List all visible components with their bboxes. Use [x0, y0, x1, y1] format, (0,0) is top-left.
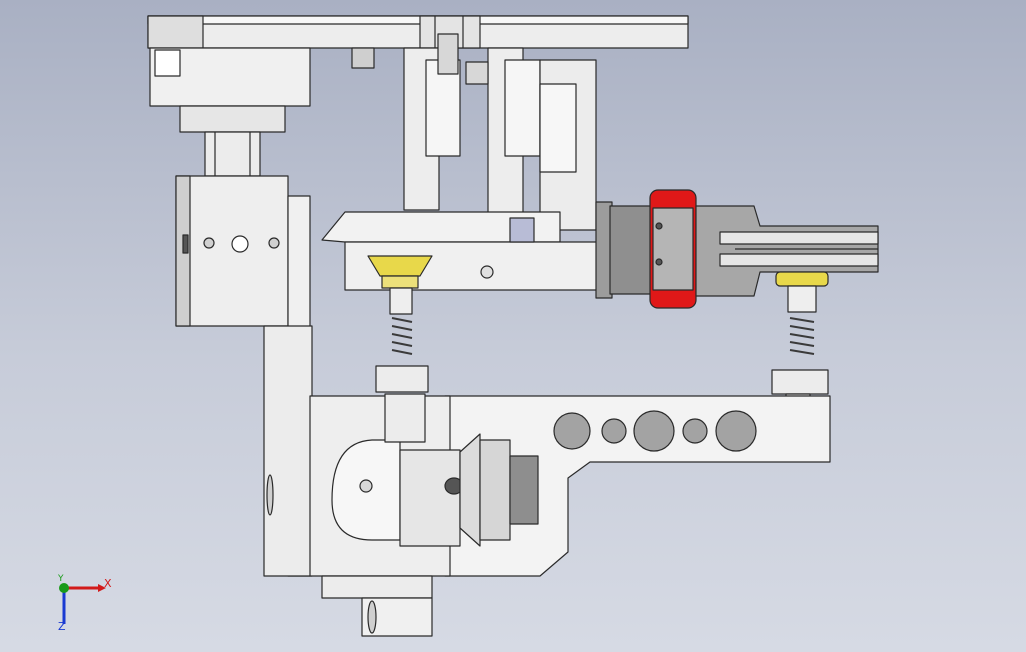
cylinder-housing[interactable]	[149, 47, 311, 177]
cross-arm[interactable]	[321, 201, 656, 299]
rotary-joint[interactable]	[309, 393, 539, 577]
y-axis-dot	[59, 583, 69, 593]
bottom-foot[interactable]	[321, 575, 433, 637]
top-mounting-plate[interactable]	[147, 15, 689, 49]
coordinate-triad	[59, 583, 106, 624]
vertical-column[interactable]	[263, 195, 313, 577]
hanging-brackets[interactable]	[351, 33, 597, 231]
x-axis-arrowhead	[98, 584, 106, 592]
guide-block[interactable]	[175, 175, 289, 327]
lower-arm-plate[interactable]	[444, 395, 831, 577]
right-suction-cup[interactable]	[771, 271, 829, 441]
z-axis-label: Z	[58, 620, 66, 633]
red-collar[interactable]	[649, 189, 697, 309]
left-suction-cup[interactable]	[367, 255, 433, 393]
y-axis-label: Y	[58, 574, 64, 584]
x-axis-label: X	[104, 577, 112, 590]
gripper-jaw[interactable]	[695, 205, 879, 297]
